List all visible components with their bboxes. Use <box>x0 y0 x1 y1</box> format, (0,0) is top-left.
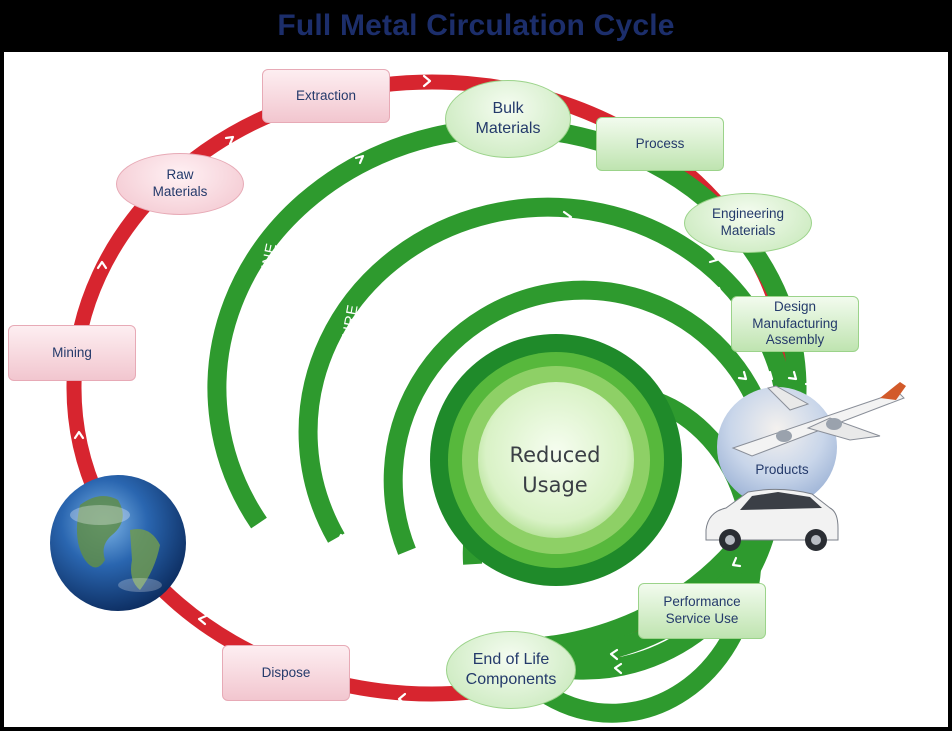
green-ring-arrows <box>226 154 815 675</box>
node-extraction-label: Extraction <box>295 87 357 103</box>
products-image <box>705 382 906 551</box>
title-bar: Full Metal Circulation Cycle <box>0 0 952 52</box>
node-extraction: Extraction <box>262 69 390 123</box>
red-ring-arrows <box>73 74 432 706</box>
ring-remanufacture <box>383 280 783 680</box>
node-raw-materials-label: Raw Materials <box>152 167 208 199</box>
car-icon <box>705 488 839 551</box>
node-bulk-materials: Bulk Materials <box>445 80 571 158</box>
node-performance-service-use: Performance Service Use <box>638 583 766 639</box>
node-design-manufacturing-assembly: Design Manufacturing Assembly <box>731 296 859 352</box>
node-design-label: Design Manufacturing Assembly <box>752 298 838 348</box>
node-products-label: Products <box>755 461 809 477</box>
node-raw-materials: Raw Materials <box>116 153 244 215</box>
node-mining-label: Mining <box>52 344 92 360</box>
node-dispose: Dispose <box>222 645 350 701</box>
center-core <box>478 382 634 538</box>
ring-label-reuse: REUSE <box>361 409 382 465</box>
node-bulk-materials-label: Bulk Materials <box>475 100 541 137</box>
node-products: Products <box>740 460 824 480</box>
diagram-title: Full Metal Circulation Cycle <box>277 9 675 42</box>
node-process-label: Process <box>635 135 685 151</box>
airplane-icon <box>731 382 906 457</box>
node-process: Process <box>596 117 724 171</box>
node-end-of-life-label: End of Life Components <box>465 651 557 688</box>
node-engineering-materials-label: Engineering Materials <box>711 206 785 238</box>
node-end-of-life-components: End of Life Components <box>446 631 576 709</box>
node-performance-label: Performance Service Use <box>663 594 741 626</box>
center-label: Reduced Usage <box>509 443 601 498</box>
ring-label-recycling: RECYCLING <box>275 332 302 426</box>
node-engineering-materials: Engineering Materials <box>684 193 812 253</box>
node-mining: Mining <box>8 325 136 381</box>
earth-icon <box>50 475 186 611</box>
node-dispose-label: Dispose <box>261 664 311 680</box>
